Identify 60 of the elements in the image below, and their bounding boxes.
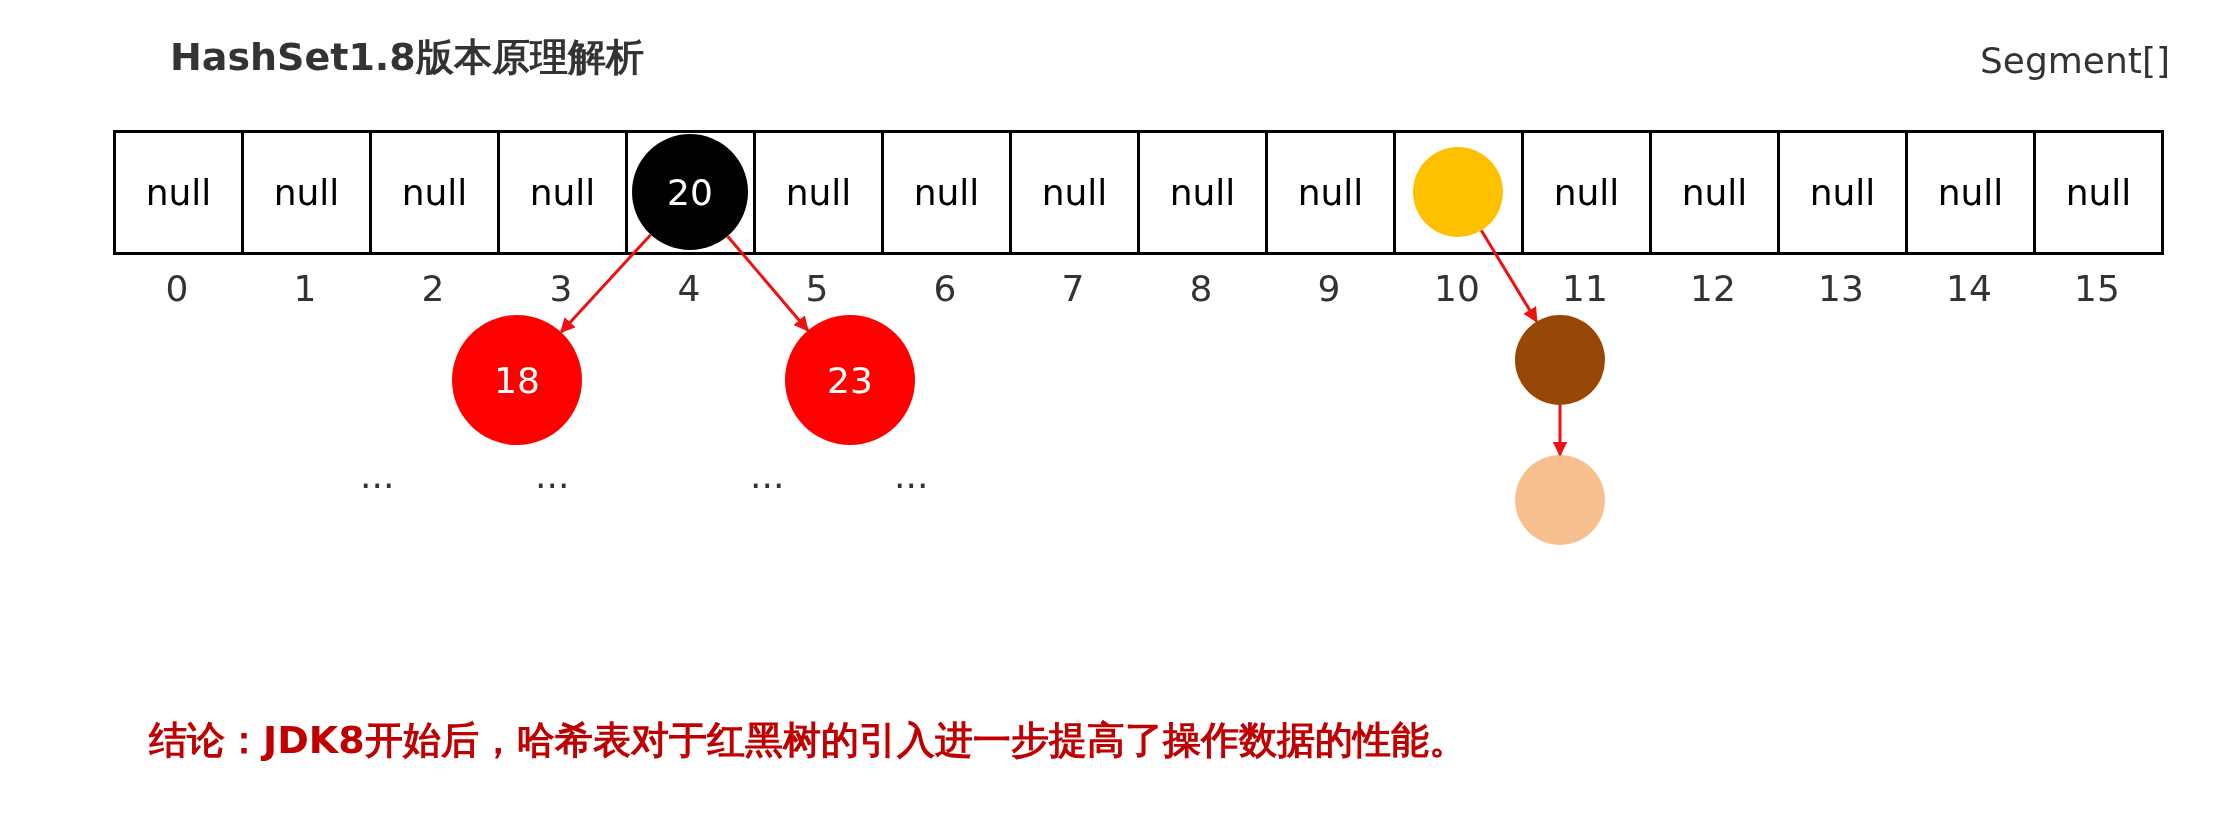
null-text: null [785,172,852,213]
array-cell [1393,130,1524,255]
arrow [1552,405,1568,457]
index-number: 8 [1188,268,1214,309]
null-text: null [2065,172,2132,213]
index-number: 10 [1433,268,1481,309]
index-number: 13 [1817,268,1865,309]
index-number: 7 [1060,268,1086,309]
array-cell [625,130,756,255]
null-text: null [1937,172,2004,213]
array-cell [881,130,1012,255]
array-cell [1777,130,1908,255]
diagram-title: HashSet1.8版本原理解析 [170,34,644,81]
index-number: 9 [1316,268,1342,309]
null-text: null [913,172,980,213]
index-number: 4 [676,268,702,309]
tree-node-circle: 20 [632,134,748,250]
index-number: 14 [1945,268,1993,309]
array-cell [2033,130,2164,255]
index-number: 2 [420,268,446,309]
arrow [726,235,809,332]
array-cell [1137,130,1268,255]
index-number: 3 [548,268,574,309]
array-type-label: Segment[] [1979,40,2170,81]
index-number: 11 [1561,268,1609,309]
array-cell [113,130,244,255]
index-number: 0 [164,268,190,309]
ellipsis-text: ... [535,455,570,496]
index-number: 1 [292,268,318,309]
null-text: null [401,172,468,213]
array-cell [1649,130,1780,255]
tree-node-circle: 23 [785,315,915,445]
null-text: null [529,172,596,213]
tree-node-circle: 18 [452,315,582,445]
ellipsis-text: ... [750,455,785,496]
ellipsis-text: ... [360,455,395,496]
null-text: null [1297,172,1364,213]
array-cell [1009,130,1140,255]
null-text: null [1553,172,1620,213]
null-text: null [1041,172,1108,213]
array-cell [1265,130,1396,255]
conclusion-note: 结论：JDK8开始后，哈希表对于红黑树的引入进一步提高了操作数据的性能。 [149,717,1467,764]
array-cell [369,130,500,255]
arrow [1480,229,1538,323]
index-number: 15 [2073,268,2121,309]
null-text: null [1169,172,1236,213]
array-cell [241,130,372,255]
array-cell [497,130,628,255]
array-cell [1905,130,2036,255]
index-number: 6 [932,268,958,309]
null-text: null [145,172,212,213]
index-number: 12 [1689,268,1737,309]
index-number: 5 [804,268,830,309]
null-text: null [1681,172,1748,213]
null-text: null [1809,172,1876,213]
ellipsis-text: ... [894,455,929,496]
arrow [559,233,652,334]
array-cell [753,130,884,255]
array-cell [1521,130,1652,255]
null-text: null [273,172,340,213]
